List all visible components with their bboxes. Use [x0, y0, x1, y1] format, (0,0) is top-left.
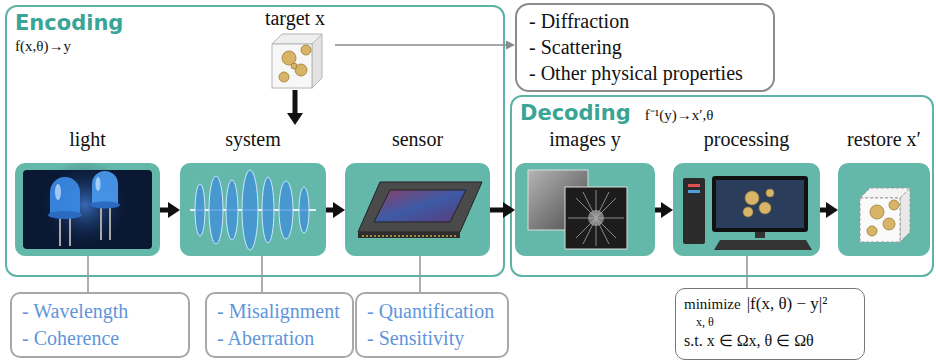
leader-line [420, 256, 421, 292]
factor-box: - Wavelength- Coherence [10, 292, 190, 358]
connector-line [293, 90, 298, 114]
tile-fill [673, 163, 820, 256]
list-item: - Other physical properties [529, 60, 743, 86]
flow-arrow [160, 202, 180, 218]
images-tile: images y [515, 125, 655, 256]
arrow-head [506, 41, 515, 50]
tile-fill [515, 163, 655, 256]
decoding-panel: Decoding f⁻¹(y)→x′,θ images y processing res… [510, 95, 934, 277]
connector-line [746, 256, 748, 288]
image-stack [528, 170, 627, 249]
formula-term: |f(x, θ) − y|² [747, 294, 828, 314]
flow-arrow [287, 90, 303, 125]
connector-line [820, 208, 827, 213]
list-item: - Aberration [217, 325, 314, 352]
connector-line [419, 256, 421, 292]
tile-label: light [69, 125, 106, 153]
tile-fill [180, 163, 326, 256]
panel-title: Decoding [520, 100, 631, 127]
arrow-head [287, 113, 303, 125]
restore-tile: restore x′ [838, 125, 930, 256]
lens-stack [190, 170, 316, 250]
tile-label: target x [265, 4, 325, 32]
list-item: - Sensitivity [367, 325, 464, 352]
property-box: - Diffraction- Scattering- Other physica… [515, 3, 775, 92]
list-item: - Scattering [529, 34, 622, 60]
flow-arrow [490, 202, 515, 218]
computer-picture [683, 176, 812, 250]
system-tile: system [180, 125, 326, 256]
connector-line [655, 208, 662, 213]
list-item: - Wavelength [22, 298, 128, 325]
processing-tile: processing [673, 125, 820, 256]
tile-label: restore x′ [847, 125, 921, 153]
objective-box: minimizex, θ |f(x, θ) − y|² s.t. x ∈ Ωx, θ… [675, 288, 865, 360]
connector-line [160, 208, 169, 213]
list-item: - Quantification [367, 298, 494, 325]
connector-line [261, 256, 263, 292]
connector-line [87, 256, 89, 292]
connector-line [335, 44, 507, 46]
tile-label: sensor [392, 125, 443, 153]
flow-arrow [335, 41, 515, 50]
sensor-tile: sensor [345, 125, 490, 256]
tile-label: images y [549, 125, 621, 153]
connector-line [490, 208, 504, 213]
tile-fill [838, 163, 930, 256]
restored-cube [860, 188, 910, 242]
factor-box: - Quantification- Sensitivity [355, 292, 509, 358]
arrow-head [826, 202, 838, 218]
tile-label: processing [704, 125, 790, 153]
leader-line [262, 256, 263, 292]
sensor-chip [358, 182, 482, 238]
arrow-head [333, 202, 345, 218]
panel-title: Encoding [15, 10, 123, 37]
list-item: - Diffraction [529, 8, 629, 34]
factor-box: - Misalignment- Aberration [205, 292, 354, 358]
arrow-head [661, 202, 673, 218]
encoding-panel: Encodingf(x,θ)→y target x light system senso… [5, 5, 505, 277]
flow-arrow [655, 202, 673, 218]
connector-line [326, 208, 334, 213]
formula-term: x, θ [684, 315, 714, 329]
leader-line [88, 256, 89, 292]
light-tile: light [15, 125, 160, 256]
formula-term: minimize [684, 294, 741, 314]
tile-fill [15, 163, 160, 256]
target-object: target x [255, 4, 335, 90]
panel-formula: f(x,θ)→y [15, 37, 71, 55]
arrow-head [168, 202, 180, 218]
flow-arrow [326, 202, 345, 218]
target-cube [272, 34, 322, 88]
flow-arrow [820, 202, 838, 218]
panel-formula: f⁻¹(y)→x′,θ [645, 106, 714, 124]
list-item: - Coherence [22, 325, 119, 352]
tile-label: system [225, 125, 281, 153]
list-item: - Misalignment [217, 298, 340, 325]
formula-term: s.t. x ∈ Ωx, θ ∈ Ωθ [684, 329, 814, 353]
leader-line [747, 256, 748, 288]
arrow-head [503, 202, 515, 218]
tile-fill [345, 163, 490, 256]
led-picture [23, 160, 152, 250]
